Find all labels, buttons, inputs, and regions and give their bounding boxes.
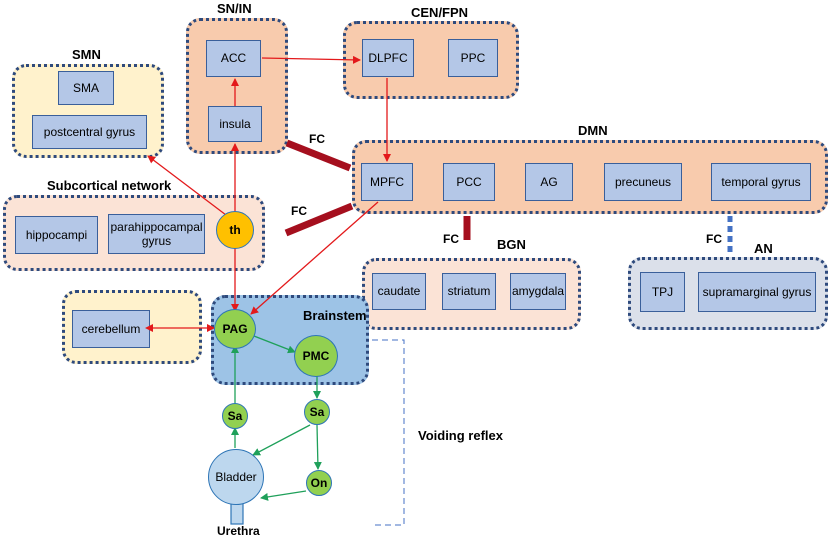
dlpfc-box: DLPFC bbox=[362, 39, 414, 77]
on-node: On bbox=[306, 470, 332, 496]
mpfc-box: MPFC bbox=[361, 163, 413, 201]
arrow-pag-pmc bbox=[253, 335, 296, 354]
fc-label-dmn-bgn: FC bbox=[443, 232, 459, 246]
urethra bbox=[230, 502, 244, 525]
subcortical-title: Subcortical network bbox=[47, 178, 172, 193]
sa-right-node: Sa bbox=[304, 399, 330, 425]
parahippocampal-gyrus-box: parahippocampal gyrus bbox=[108, 214, 205, 254]
th-node: th bbox=[216, 211, 254, 249]
ppc-box: PPC bbox=[448, 39, 498, 77]
bladder-node: Bladder bbox=[208, 449, 264, 505]
fc-label-sn-dmn: FC bbox=[309, 132, 325, 146]
tpj-box: TPJ bbox=[640, 272, 685, 312]
pcc-box: PCC bbox=[443, 163, 495, 201]
pmc-node: PMC bbox=[294, 335, 338, 377]
hippocampi-box: hippocampi bbox=[15, 216, 98, 254]
dmn-title: DMN bbox=[578, 123, 608, 138]
cerebellum-box: cerebellum bbox=[72, 310, 150, 348]
voiding-reflex-bracket bbox=[372, 339, 405, 526]
precuneus-box: precuneus bbox=[604, 163, 682, 201]
caudate-box: caudate bbox=[372, 273, 426, 310]
sa-left-node: Sa bbox=[222, 403, 248, 429]
voiding-reflex-label: Voiding reflex bbox=[418, 428, 503, 443]
arrow-acc-dlpfc bbox=[261, 55, 361, 64]
acc-box: ACC bbox=[206, 40, 261, 77]
arrow-sa-right-bladder bbox=[252, 424, 311, 456]
postcentral-gyrus-box: postcentral gyrus bbox=[32, 115, 147, 149]
sn-in-title: SN/IN bbox=[217, 1, 252, 16]
bgn-title: BGN bbox=[497, 237, 526, 252]
arrow-mpfc-pag bbox=[250, 201, 379, 315]
striatum-box: striatum bbox=[442, 273, 496, 310]
temporal-gyrus-box: temporal gyrus bbox=[711, 163, 811, 201]
fc-bar-sn-dmn bbox=[285, 139, 352, 172]
arrow-sa-right-on bbox=[313, 424, 322, 470]
sma-box: SMA bbox=[58, 71, 114, 105]
brainstem-title: Brainstem bbox=[303, 308, 367, 323]
insula-box: insula bbox=[208, 106, 262, 142]
cen-fpn-title: CEN/FPN bbox=[411, 5, 469, 20]
an-title: AN bbox=[754, 241, 773, 256]
smn-title: SMN bbox=[72, 47, 101, 62]
arrow-on-bladder bbox=[260, 490, 307, 501]
supramarginal-gyrus-box: supramarginal gyrus bbox=[698, 272, 816, 312]
pag-node: PAG bbox=[214, 309, 256, 349]
fc-label-subcortical-dmn: FC bbox=[291, 204, 307, 218]
urethra-label: Urethra bbox=[217, 524, 260, 538]
arrow-th-postcentral bbox=[147, 155, 227, 216]
fc-label-dmn-an: FC bbox=[706, 232, 722, 246]
amygdala-box: amygdala bbox=[510, 273, 566, 310]
fc-bar-subcortical-dmn bbox=[284, 202, 354, 237]
ag-box: AG bbox=[525, 163, 573, 201]
